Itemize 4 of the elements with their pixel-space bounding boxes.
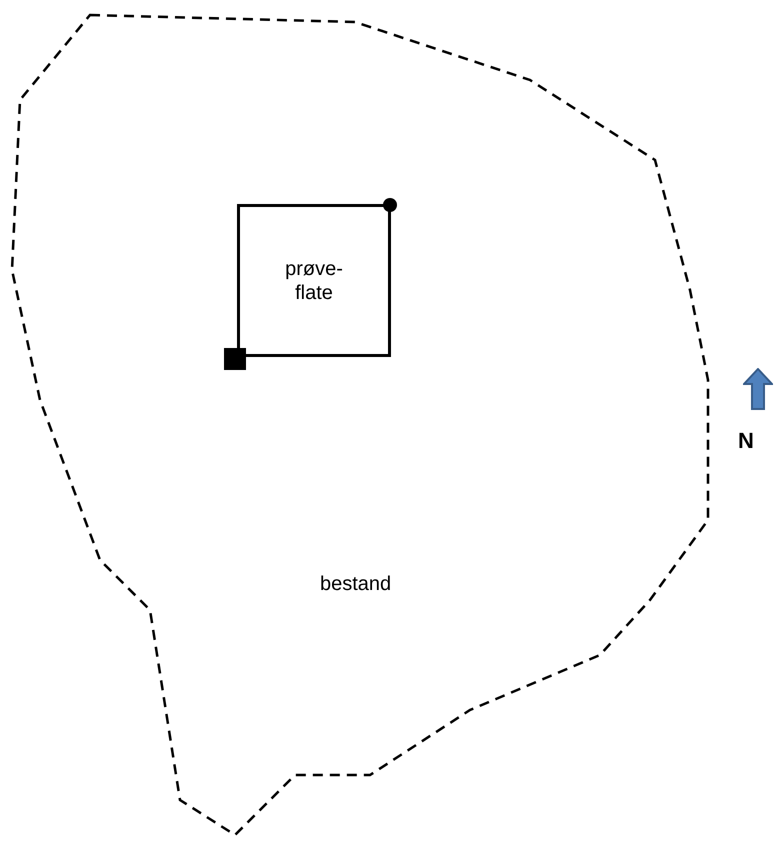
- area-label: bestand: [320, 572, 392, 596]
- plot-label: prøve- flate: [284, 256, 344, 304]
- north-label: N: [738, 428, 754, 454]
- stand-boundary: [10, 12, 712, 838]
